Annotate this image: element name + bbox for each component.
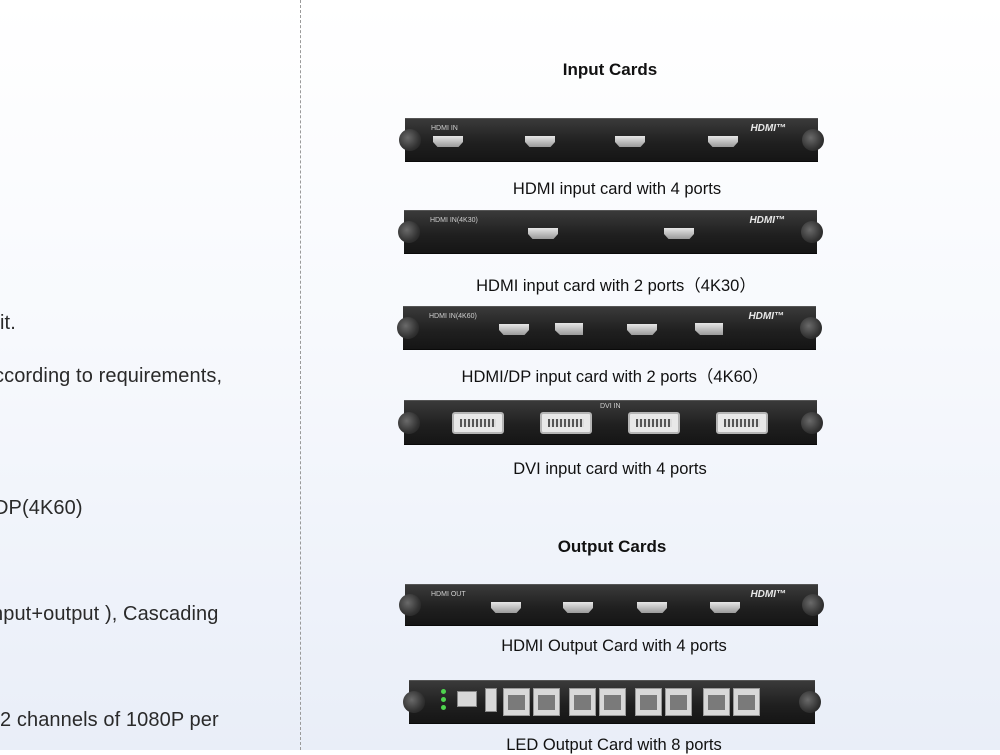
rj45-port-icon (733, 688, 760, 716)
hdmi-port-icon (525, 136, 555, 147)
screw-icon (801, 221, 823, 243)
hdmi-input-card-2-4k30-image: HDMI IN(4K30) HDMI™ (398, 210, 823, 254)
hdmi-port-icon (491, 602, 521, 613)
hdmi-port-icon (710, 602, 740, 613)
screw-icon (399, 594, 421, 616)
output-cards-heading: Output Cards (557, 537, 667, 556)
hdmi-port-icon (528, 228, 558, 239)
hdmi-output-card-image: HDMI OUT HDMI™ (399, 584, 824, 626)
led-output-card-image (403, 680, 821, 724)
screw-icon (398, 411, 420, 434)
rj45-port-icon (569, 688, 596, 716)
card-label: HDMI IN(4K60) (429, 313, 477, 320)
rj45-port-icon (703, 688, 730, 716)
dvi-port-icon (452, 412, 504, 434)
hdmi-port-icon (664, 228, 694, 239)
text-fragment: nput+output ), Cascading (0, 603, 219, 625)
displayport-icon (695, 323, 723, 335)
hdmi-port-icon (563, 602, 593, 613)
screw-icon (399, 129, 421, 151)
text-fragment: it. (0, 312, 16, 334)
hdmi-dp-input-card-caption: HDMI/DP input card with 2 ports（4K60） (461, 368, 769, 386)
status-led-icon (441, 697, 446, 702)
screw-icon (802, 594, 824, 616)
hdmi-dp-input-card-image: HDMI IN(4K60) HDMI™ (397, 306, 822, 350)
ethernet-control-port-icon (485, 688, 497, 712)
hdmi-port-icon (499, 324, 529, 335)
hdmi-logo: HDMI™ (749, 215, 785, 226)
column-divider (300, 0, 301, 750)
input-cards-heading: Input Cards (562, 60, 658, 79)
status-led-icon (441, 689, 446, 694)
left-text-column: it. ccording to requirements, DP(4K60) n… (0, 0, 300, 750)
rj45-port-icon (599, 688, 626, 716)
hdmi-port-icon (615, 136, 645, 147)
dvi-input-card-caption: DVI input card with 4 ports (513, 460, 707, 478)
hdmi-logo: HDMI™ (750, 123, 786, 134)
screw-icon (403, 691, 425, 713)
screw-icon (800, 317, 822, 339)
rj45-port-icon (533, 688, 560, 716)
dvi-input-card-image: DVI IN (398, 400, 823, 445)
screw-icon (397, 317, 419, 339)
dvi-port-icon (716, 412, 768, 434)
card-label: HDMI IN (431, 125, 458, 132)
card-label: HDMI OUT (431, 591, 466, 598)
rj45-port-icon (503, 688, 530, 716)
card-label: HDMI IN(4K30) (430, 217, 478, 224)
hdmi-port-icon (637, 602, 667, 613)
screw-icon (802, 129, 824, 151)
hdmi-output-card-caption: HDMI Output Card with 4 ports (501, 637, 727, 655)
displayport-icon (555, 323, 583, 335)
dvi-port-icon (628, 412, 680, 434)
rj45-port-icon (665, 688, 692, 716)
screw-icon (801, 411, 823, 434)
screw-icon (398, 221, 420, 243)
led-output-card-caption: LED Output Card with 8 ports (506, 736, 722, 754)
usb-port-icon (457, 691, 477, 707)
hdmi-port-icon (433, 136, 463, 147)
hdmi-port-icon (708, 136, 738, 147)
hdmi-port-icon (627, 324, 657, 335)
hdmi-logo: HDMI™ (748, 311, 784, 322)
card-label: DVI IN (600, 403, 621, 410)
status-led-icon (441, 705, 446, 710)
hdmi-input-card-4-image: HDMI IN HDMI™ (399, 118, 824, 162)
hdmi-input-card-2-4k30-caption: HDMI input card with 2 ports（4K30） (476, 277, 756, 295)
text-fragment: ccording to requirements, (0, 365, 223, 387)
text-fragment: 2 channels of 1080P per (0, 709, 219, 731)
text-fragment: DP(4K60) (0, 497, 83, 519)
hdmi-input-card-4-caption: HDMI input card with 4 ports (512, 180, 722, 198)
hdmi-logo: HDMI™ (750, 589, 786, 600)
screw-icon (799, 691, 821, 713)
dvi-port-icon (540, 412, 592, 434)
rj45-port-icon (635, 688, 662, 716)
